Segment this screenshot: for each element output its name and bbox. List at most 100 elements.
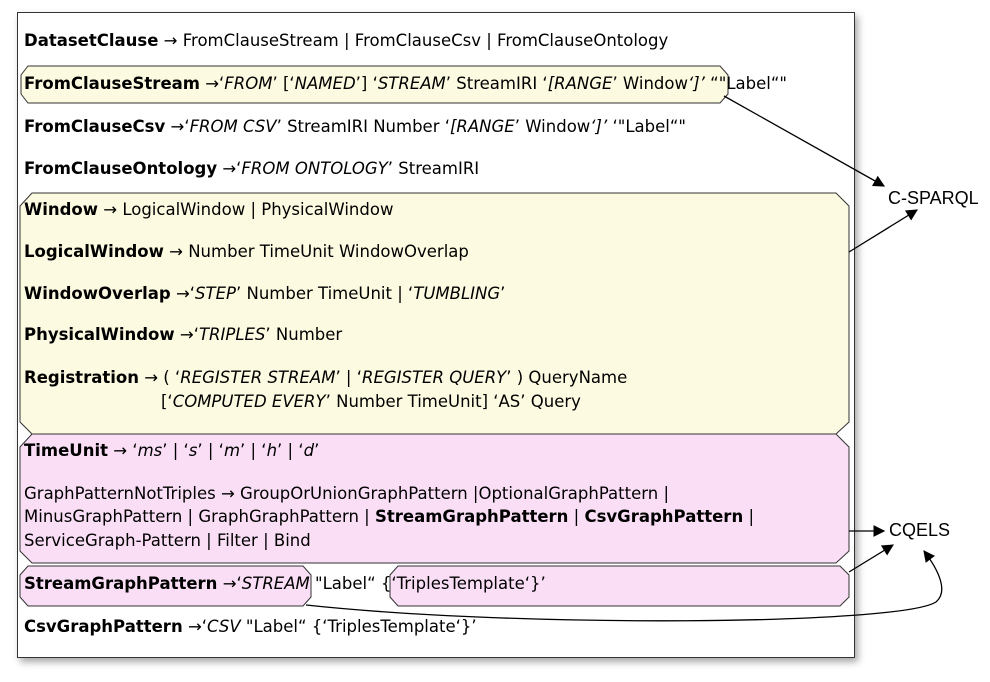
rule-body: FromClauseStream | FromClauseCsv | FromC…: [182, 31, 669, 50]
punct: ‘: [219, 74, 225, 93]
connector-stream-to-csparql: [723, 95, 886, 187]
arrow-icon: →: [175, 284, 190, 303]
punct: ’ | ‘: [197, 441, 224, 460]
keyword: d: [303, 441, 315, 460]
punct: ‘: [236, 574, 242, 593]
arrow-icon: →: [169, 242, 183, 261]
rule-window: Window → LogicalWindow | PhysicalWindow: [24, 200, 393, 220]
keyword: TUMBLING: [413, 284, 501, 303]
rule-head: StreamGraphPattern: [24, 574, 218, 593]
arrow-icon: →: [163, 31, 178, 50]
keyword: FROM: [224, 74, 273, 93]
punct: ‘"Label“": [607, 117, 686, 136]
punct: ‘: [236, 159, 242, 178]
punct: ’ Number TimeUnit | ‘: [235, 284, 414, 303]
punct: “"Label“": [704, 74, 787, 93]
punct: ‘: [132, 441, 138, 460]
rule-ref: CsvGraphPattern: [584, 507, 744, 526]
arrow-icon: →: [222, 159, 237, 178]
rule-from-clause-csv: FromClauseCsv →‘FROM CSV’ StreamIRI Numb…: [24, 117, 686, 137]
rule-from-clause-ontology: FromClauseOntology →‘FROM ONTOLOGY’ Stre…: [24, 159, 479, 179]
rule-head: FromClauseCsv: [24, 117, 166, 136]
arrow-icon: →: [113, 441, 128, 460]
keyword: s: [188, 441, 198, 460]
rule-head: LogicalWindow: [24, 242, 164, 261]
rule-body: GraphPatternNotTriples → GroupOrUnionGra…: [24, 484, 670, 503]
rule-window-overlap: WindowOverlap →‘STEP’ Number TimeUnit | …: [24, 284, 505, 304]
rule-csv-graph-pattern: CsvGraphPattern →‘CSV "Label“ {‘TriplesT…: [24, 617, 477, 637]
punct: ’ Window: [612, 74, 688, 93]
keyword: m: [223, 441, 241, 460]
keyword: FROM CSV: [189, 117, 277, 136]
punct: ‘: [184, 117, 190, 136]
keyword: TRIPLES: [198, 325, 266, 344]
punct: ( ‘: [163, 368, 181, 387]
keyword: COMPUTED EVERY: [172, 392, 326, 411]
connector-csv-graph-to-cqels: [305, 550, 943, 622]
arrow-icon: →: [179, 325, 194, 344]
rule-logical-window: LogicalWindow → Number TimeUnit WindowOv…: [24, 242, 469, 262]
arrow-icon: →: [222, 574, 237, 593]
punct: ’ | ‘: [162, 441, 189, 460]
punct: ’ StreamIRI: [387, 159, 480, 178]
rule-head: FromClauseStream: [24, 74, 200, 93]
rule-head: FromClauseOntology: [24, 159, 218, 178]
rule-graph-pattern-line2: MinusGraphPattern | GraphGraphPattern | …: [24, 507, 754, 527]
rule-registration: Registration → ( ‘REGISTER STREAM’ | ‘RE…: [24, 368, 627, 388]
label-cqels: CQELS: [889, 520, 951, 540]
rule-head: Window: [24, 200, 98, 219]
keyword: REGISTER QUERY: [361, 368, 507, 387]
punct: ’ Window: [514, 117, 591, 136]
punct: ‘: [193, 325, 199, 344]
rule-body: LogicalWindow | PhysicalWindow: [122, 200, 394, 219]
punct: "Label“ {‘TriplesTemplate‘}’: [240, 617, 477, 636]
rule-stream-graph-pattern: StreamGraphPattern →‘STREAM "Label“ {‘Tr…: [24, 574, 546, 594]
rule-dataset-clause: DatasetClause → FromClauseStream | FromC…: [24, 31, 668, 51]
keyword: ‘]’: [590, 117, 608, 136]
rule-head: DatasetClause: [24, 31, 159, 50]
rule-head: Registration: [24, 368, 139, 387]
keyword: CSV: [207, 617, 241, 636]
rule-body: ServiceGraph-Pattern | Filter | Bind: [24, 531, 311, 550]
rule-graph-pattern-line3: ServiceGraph-Pattern | Filter | Bind: [24, 531, 311, 551]
punct: [‘: [161, 392, 173, 411]
keyword: ‘]’: [688, 74, 705, 93]
rule-physical-window: PhysicalWindow →‘TRIPLES’ Number: [24, 325, 342, 345]
rule-body: Number TimeUnit WindowOverlap: [188, 242, 469, 261]
punct: "Label“ {‘TriplesTemplate‘}’: [309, 574, 546, 593]
arrow-icon: →: [103, 200, 118, 219]
arrow-icon: →: [170, 117, 185, 136]
punct: ’ ) QueryName: [506, 368, 628, 387]
keyword: STEP: [195, 284, 236, 303]
rule-head: PhysicalWindow: [24, 325, 175, 344]
punct: ‘: [201, 617, 208, 636]
rule-graph-pattern-line1: GraphPatternNotTriples → GroupOrUnionGra…: [24, 484, 669, 504]
connector-window-to-csparql: [848, 209, 918, 253]
punct: ’ StreamIRI Number ‘: [276, 117, 450, 136]
rule-from-clause-stream: FromClauseStream →‘FROM’ [‘NAMED’] ‘STRE…: [24, 74, 787, 94]
rule-registration-line2: [‘COMPUTED EVERY’ Number TimeUnit] ‘AS’ …: [161, 392, 581, 412]
label-c-sparql: C-SPARQL: [888, 188, 979, 208]
keyword: FROM ONTOLOGY: [241, 159, 388, 178]
keyword: NAMED: [294, 74, 356, 93]
rule-head: WindowOverlap: [24, 284, 171, 303]
keyword: [RANGE: [547, 74, 613, 93]
punct: ’ | ‘: [277, 441, 304, 460]
rule-head: TimeUnit: [24, 441, 108, 460]
arrow-icon: →: [187, 617, 202, 636]
punct: ’ StreamIRI ‘: [445, 74, 548, 93]
rule-time-unit: TimeUnit → ‘ms’ | ‘s’ | ‘m’ | ‘h’ | ‘d’: [24, 441, 319, 461]
arrow-icon: →: [144, 368, 159, 387]
punct: ’ [‘: [272, 74, 295, 93]
keyword: ms: [137, 441, 163, 460]
connector-stream-graph-to-cqels: [848, 544, 894, 573]
rule-head: CsvGraphPattern: [24, 617, 183, 636]
keyword: h: [266, 441, 278, 460]
punct: ’ Number TimeUnit] ‘AS’ Query: [325, 392, 581, 411]
punct: ’ Number: [265, 325, 343, 344]
keyword: STREAM: [377, 74, 446, 93]
keyword: [RANGE: [449, 117, 515, 136]
punct: ’] ‘: [355, 74, 378, 93]
